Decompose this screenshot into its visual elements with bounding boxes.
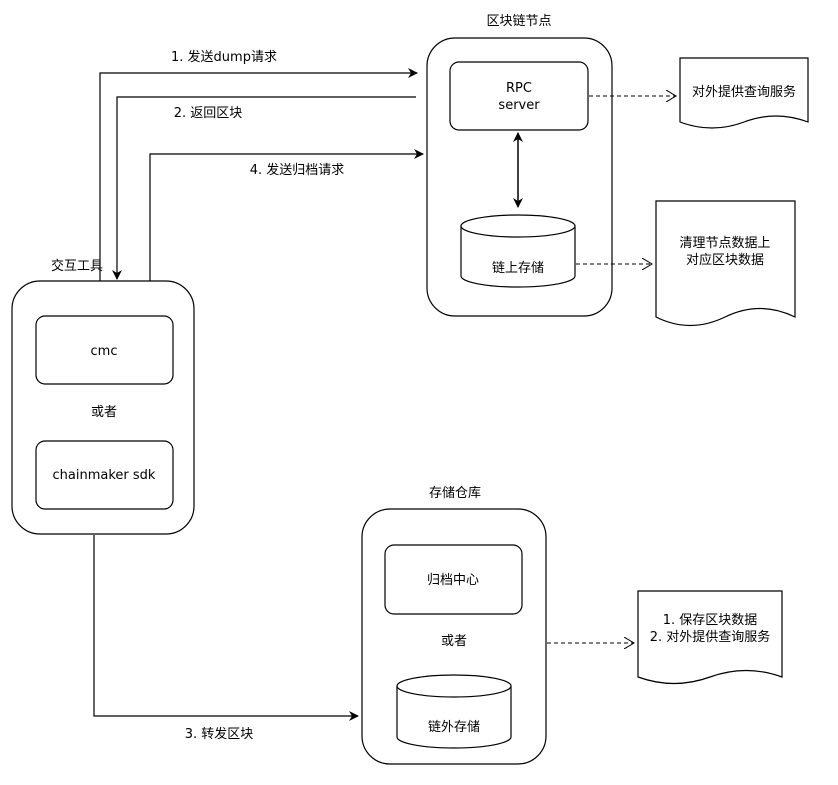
send-archive-edge: [149, 149, 424, 281]
storage-or-label: 或者: [441, 634, 467, 649]
offchain-storage-cylinder: 链外存储: [396, 674, 512, 749]
send-archive-label: 4. 发送归档请求: [250, 162, 345, 178]
forward-block-edge: [93, 535, 359, 721]
cmc-box: cmc: [35, 315, 174, 385]
interaction-tool-group: 交互工具 cmc 或者 chainmaker sdk: [11, 258, 195, 535]
clean-data-label-line2: 对应区块数据: [686, 252, 764, 268]
save-block-label-line2: 2. 对外提供查询服务: [650, 629, 771, 645]
storage-warehouse-group: 存储仓库 归档中心 或者 链外存储: [361, 485, 547, 765]
chainmaker-sdk-label: chainmaker sdk: [53, 468, 156, 483]
blockchain-node-group: 区块链节点 RPC server 链上存储: [426, 14, 613, 317]
return-block-edge: [112, 96, 416, 280]
cmc-label: cmc: [91, 344, 118, 359]
save-block-document: 1. 保存区块数据 2. 对外提供查询服务: [637, 590, 783, 685]
return-block-label: 2. 返回区块: [174, 106, 243, 121]
rpc-server-label-line1: RPC: [506, 81, 532, 96]
archive-center-box: 归档中心: [384, 544, 523, 615]
send-dump-label: 1. 发送dump请求: [171, 49, 277, 65]
chainmaker-sdk-box: chainmaker sdk: [35, 440, 174, 510]
forward-block-label: 3. 转发区块: [185, 726, 254, 742]
clean-data-label-line1: 清理节点数据上: [679, 236, 770, 251]
send-dump-edge: [99, 68, 418, 281]
rpc-server-box: RPC server: [449, 61, 589, 131]
clean-data-document: 清理节点数据上 对应区块数据: [655, 200, 796, 326]
offchain-storage-label: 链外存储: [428, 720, 480, 735]
query-service-label: 对外提供查询服务: [692, 84, 796, 100]
rpc-server-label-line2: server: [498, 98, 540, 113]
query-service-document: 对外提供查询服务: [679, 57, 809, 129]
storage-warehouse-title: 存储仓库: [429, 485, 481, 501]
save-block-label-line1: 1. 保存区块数据: [663, 613, 758, 628]
onchain-storage-label: 链上存储: [492, 261, 544, 276]
archive-center-label: 归档中心: [427, 573, 479, 588]
tool-or-label: 或者: [91, 405, 117, 420]
onchain-storage-cylinder: 链上存储: [460, 214, 576, 288]
blockchain-node-title: 区块链节点: [486, 14, 551, 29]
interaction-tool-title: 交互工具: [51, 258, 103, 274]
